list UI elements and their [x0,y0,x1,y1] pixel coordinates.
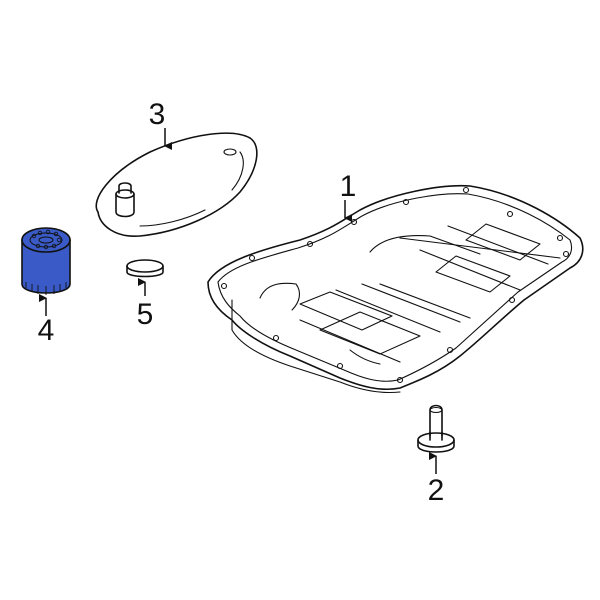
callout-2: 2 [428,452,445,507]
part-1-oil-pan[interactable] [207,184,584,394]
callout-5: 5 [137,278,154,331]
callout-4: 4 [38,294,55,347]
callout-3: 3 [149,98,172,150]
part-5-plug[interactable] [126,259,164,278]
part-4-oil-filter[interactable] [21,227,71,295]
svg-text:5: 5 [137,298,154,331]
part-3-filter-screen[interactable] [95,132,258,237]
svg-text:4: 4 [38,314,55,347]
part-2-bolt[interactable] [417,404,455,453]
callout-1: 1 [340,170,357,222]
svg-text:2: 2 [428,474,445,507]
svg-text:1: 1 [340,170,357,203]
svg-text:3: 3 [149,98,166,131]
